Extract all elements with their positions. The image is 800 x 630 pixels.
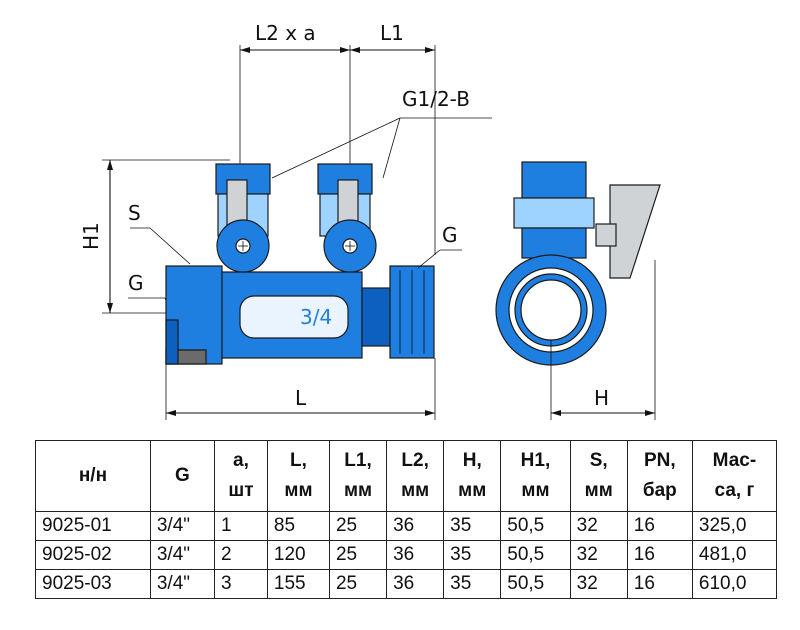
col-header: G bbox=[149, 440, 215, 512]
table-cell: 2 bbox=[213, 540, 268, 570]
table-cell: 9025-03 bbox=[35, 569, 151, 599]
table-cell: 25 bbox=[328, 569, 388, 599]
table-cell: 481,0 bbox=[691, 540, 778, 570]
table-row: 9025-02 3/4" 2 120 25 36 35 50,5 32 16 4… bbox=[35, 540, 778, 570]
table-cell: 16 bbox=[626, 511, 693, 541]
table-cell: 3/4" bbox=[149, 540, 215, 570]
table-cell: 155 bbox=[266, 569, 330, 599]
table-cell: 36 bbox=[386, 540, 445, 570]
table-cell: 3/4" bbox=[149, 569, 215, 599]
table-cell: 3/4" bbox=[149, 511, 215, 541]
table-cell: 9025-01 bbox=[35, 511, 151, 541]
size-label: 3/4 bbox=[300, 305, 332, 329]
table-cell: 35 bbox=[443, 569, 502, 599]
manifold-front-view: 3/4 bbox=[165, 163, 435, 365]
col-header: S,мм bbox=[569, 440, 628, 512]
table-cell: 50,5 bbox=[500, 569, 571, 599]
table-cell: 120 bbox=[266, 540, 330, 570]
table-row: 9025-01 3/4" 1 85 25 36 35 50,5 32 16 32… bbox=[35, 511, 778, 541]
col-header: L1,мм bbox=[328, 440, 388, 512]
table-cell: 35 bbox=[443, 511, 502, 541]
thread-b-label: G1/2-B bbox=[402, 87, 470, 111]
table-cell: 325,0 bbox=[691, 511, 778, 541]
l2a-label: L2 x a bbox=[255, 21, 316, 45]
l-label: L bbox=[295, 386, 307, 410]
table-cell: 50,5 bbox=[500, 540, 571, 570]
table-cell: 25 bbox=[328, 540, 388, 570]
col-header: L,мм bbox=[266, 440, 330, 512]
table-cell: 3 bbox=[213, 569, 268, 599]
g-right-label: G bbox=[442, 223, 458, 247]
table-cell: 1 bbox=[213, 511, 268, 541]
table-cell: 9025-02 bbox=[35, 540, 151, 570]
manifold-side-view bbox=[495, 161, 661, 366]
table-cell: 16 bbox=[626, 540, 693, 570]
col-header: a,шт bbox=[213, 440, 268, 512]
l1-label: L1 bbox=[380, 21, 404, 45]
col-header: PN,бар bbox=[626, 440, 693, 512]
h1-label: H1 bbox=[79, 222, 103, 250]
s-label: S bbox=[128, 201, 141, 225]
col-header: L2,мм bbox=[386, 440, 445, 512]
table-cell: 25 bbox=[328, 511, 388, 541]
table-row: 9025-03 3/4" 3 155 25 36 35 50,5 32 16 6… bbox=[35, 569, 778, 599]
g-left-label: G bbox=[128, 271, 144, 295]
table-cell: 610,0 bbox=[691, 569, 778, 599]
table-cell: 50,5 bbox=[500, 511, 571, 541]
table-cell: 36 bbox=[386, 569, 445, 599]
table-cell: 32 bbox=[569, 540, 628, 570]
table-cell: 32 bbox=[569, 569, 628, 599]
table-header-row: н/н G a,шт L,мм L1,мм L2,мм H,мм H1,мм S… bbox=[35, 440, 778, 512]
h-label: H bbox=[594, 386, 609, 410]
table-cell: 16 bbox=[626, 569, 693, 599]
col-header: H1,мм bbox=[500, 440, 571, 512]
col-header: н/н bbox=[35, 440, 151, 512]
spec-table: н/н G a,шт L,мм L1,мм L2,мм H,мм H1,мм S… bbox=[35, 440, 778, 599]
col-header: H,мм bbox=[443, 440, 502, 512]
table-cell: 32 bbox=[569, 511, 628, 541]
col-header: Мас-са, г bbox=[691, 440, 778, 512]
table-cell: 36 bbox=[386, 511, 445, 541]
technical-drawing: L2 x a L1 G1/2-B H1 S G 3/4 bbox=[79, 21, 661, 420]
table-cell: 35 bbox=[443, 540, 502, 570]
table-cell: 85 bbox=[266, 511, 330, 541]
